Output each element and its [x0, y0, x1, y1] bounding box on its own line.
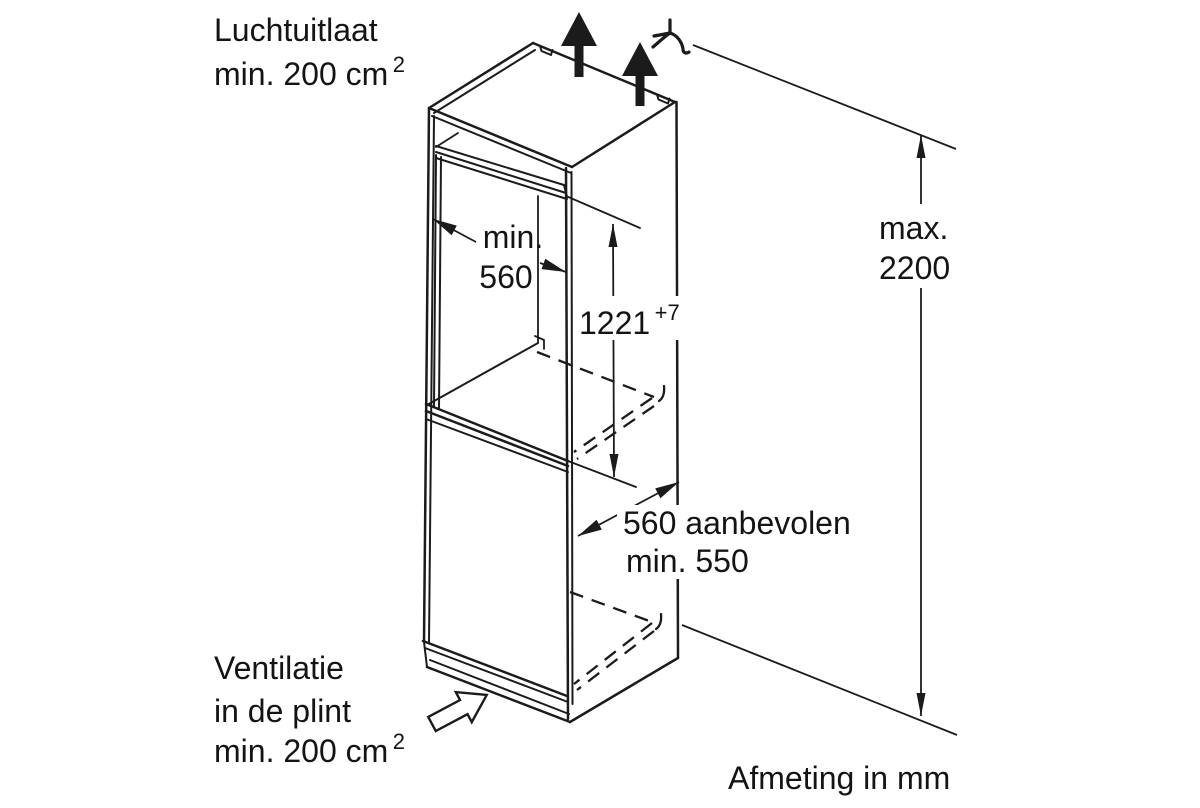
top-front-edge-inner [431, 115, 572, 174]
shelf-corner-notch [534, 335, 545, 350]
air-outlet-label-line1: Luchtuitlaat [214, 12, 378, 48]
dim-niche-width: min. 560 [432, 218, 567, 295]
footer-units-label: Afmeting in mm [728, 760, 950, 796]
ceiling-break-icon [651, 18, 691, 55]
extension-lines [681, 44, 958, 736]
niche-height-tolerance: +7 [655, 300, 680, 325]
vent-slot-bottom-b [435, 157, 568, 200]
shelf-front-edge-c [425, 418, 569, 473]
floor-right-depth-dashed-b [576, 630, 655, 691]
top-left-depth-edge-inner [433, 49, 536, 114]
dim-niche-height: 1221 +7 [577, 223, 699, 478]
door-bottom-edge-inner [424, 647, 569, 703]
side-bottom-edge [568, 656, 680, 724]
top-back-notch-right [656, 93, 671, 105]
top-front-edge [427, 106, 574, 169]
dim-arrow-560-right [541, 258, 566, 272]
niche-left-wall-a [433, 154, 437, 408]
top-left-depth-edge [427, 41, 535, 110]
overall-height-label-line1: max. [879, 210, 948, 246]
bottom-extension-line [681, 624, 958, 736]
plinth-vent-sup: 2 [393, 729, 405, 754]
air-outlet-sup: 2 [393, 52, 405, 77]
vent-inflow-arrow-icon [426, 690, 489, 733]
dim-arrow-depth-back [655, 482, 679, 499]
plinth-vent-value: min. 200 cm [214, 733, 388, 769]
corner-mark-shelf [657, 384, 666, 403]
floor-back-edge-dashed [569, 590, 653, 624]
floor-right-depth-dashed-a [573, 622, 653, 685]
niche-width-label-line2: 560 [479, 259, 532, 295]
left-outer-edge [422, 106, 431, 643]
dim-arrow-1221-top [608, 224, 618, 247]
front-right-inner-edge [570, 171, 574, 705]
dim-arrow-1221-bottom [609, 454, 619, 477]
top-extension-line [692, 44, 957, 150]
air-outlet-label-line2: min. 200 cm 2 [214, 52, 405, 92]
text-labels: Luchtuitlaat min. 200 cm 2 Ventilatie in… [214, 12, 950, 796]
top-back-edge [531, 41, 677, 104]
vent-slot-top [435, 145, 565, 186]
niche-left-wall-b [438, 156, 442, 410]
dim-arrow-2200-top [916, 135, 926, 158]
overall-height-label-line2: 2200 [879, 250, 950, 286]
shelf-right-depth-dashed-b [576, 405, 655, 460]
depth-label-line2: min. 550 [626, 543, 749, 579]
shelf-ext-line [567, 460, 637, 488]
plinth-vent-label-line3: min. 200 cm 2 [214, 729, 405, 769]
dim-arrow-2200-bottom [916, 693, 926, 716]
dim-overall-height: max. 2200 [872, 135, 974, 716]
door-bottom-edge [421, 639, 569, 698]
vent-slot-left-reveal [435, 132, 459, 148]
plinth-vent-label-line1: Ventilatie [214, 650, 344, 686]
vent-slot-bottom-a [435, 151, 567, 194]
dim-arrow-depth-front [578, 519, 602, 536]
dim-arrow-560-left [433, 219, 457, 236]
vent-block-arrow [426, 690, 489, 733]
corner-mark-floor [654, 612, 663, 631]
shelf-front-edge-a [424, 402, 570, 463]
dim-line-1221 [612, 223, 615, 478]
plinth-vent-label-line2: in de plint [214, 693, 351, 729]
air-outlet-value: min. 200 cm [214, 56, 388, 92]
shelf-front-edge-b [424, 409, 570, 468]
floor-front-edge [425, 665, 572, 724]
dim-1221-text-bg [577, 296, 699, 340]
plinth-left-end [423, 641, 428, 668]
left-inner-edge [428, 115, 435, 644]
dim-2200-text-bg [872, 204, 974, 288]
depth-label-line1: 560 aanbevolen [623, 505, 851, 541]
top-back-notch-left [539, 45, 554, 56]
shelf-back-edge-dashed [536, 350, 655, 399]
niche-height-label: 1221 +7 [579, 300, 680, 341]
break-mark-left-b [651, 31, 672, 49]
niche-width-label-line1: min. [483, 219, 543, 255]
shelf-left-depth-edge [426, 342, 539, 406]
niche-ceiling-ext-line [565, 195, 641, 229]
break-mark-arc [668, 31, 691, 55]
dim-depth-text-bg [617, 505, 869, 579]
airflow-arrows [561, 12, 658, 106]
airflow-up-arrow-right [622, 42, 658, 106]
top-right-depth-edge [570, 100, 677, 169]
plinth-recess-line [429, 659, 570, 715]
cabinet-outline [421, 41, 680, 724]
airflow-up-arrow-left [561, 12, 597, 77]
front-right-outer-edge [564, 166, 570, 721]
hidden-edge-corner-marks [654, 384, 666, 631]
dim-depth: 560 aanbevolen min. 550 [577, 481, 869, 579]
niche-height-value: 1221 [579, 305, 650, 341]
